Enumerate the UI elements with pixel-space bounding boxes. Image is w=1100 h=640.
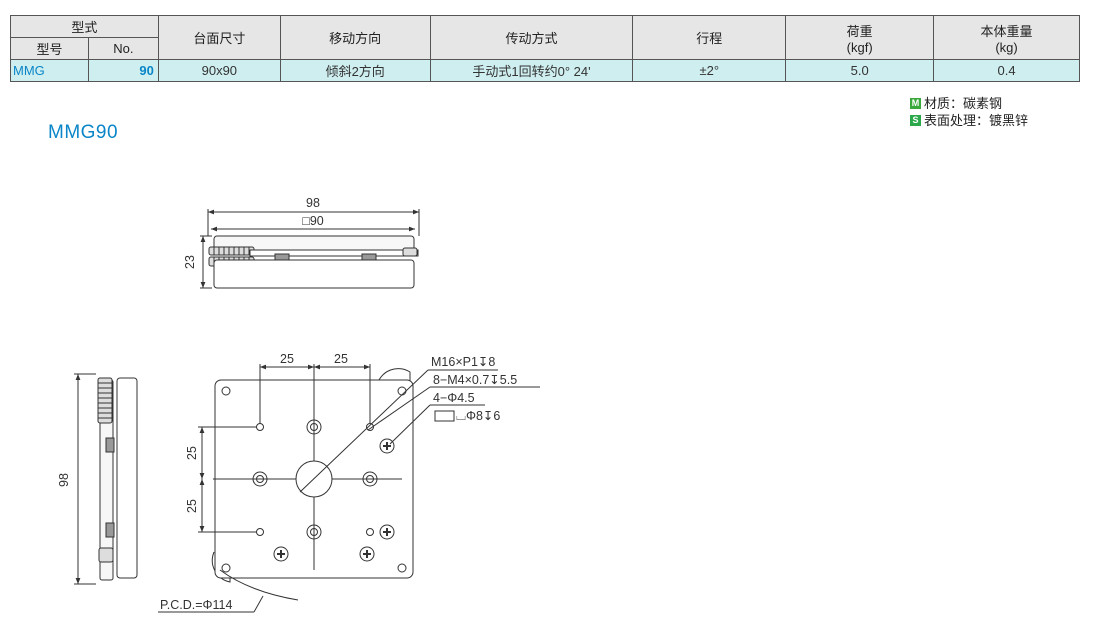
material-notes: M 材质：碳素钢 S 表面处理：镀黑锌	[910, 95, 1028, 129]
cell-load: 5.0	[785, 59, 935, 82]
dim-y2-label: 25	[185, 499, 199, 513]
dim-x1-label: 25	[280, 352, 294, 366]
spec-table: 型式 台面尺寸 移动方向 传动方式 行程 荷重 (kgf) 本体重量 (kg) …	[10, 15, 1080, 82]
front-view	[200, 209, 420, 289]
header-load: 荷重 (kgf)	[785, 15, 935, 60]
cell-table-size: 90x90	[157, 59, 281, 82]
side-view	[74, 373, 138, 585]
cell-model: MMG	[10, 59, 89, 82]
side-height-label: 98	[57, 473, 71, 487]
header-style: 型式	[10, 15, 159, 38]
header-stroke: 行程	[632, 15, 787, 60]
callout-thread: M16×P1↧8	[431, 355, 495, 369]
header-load-label: 荷重	[846, 23, 873, 39]
cell-direction: 倾斜2方向	[279, 59, 431, 82]
front-height-label: 23	[183, 255, 197, 269]
front-table-label: □90	[302, 214, 324, 228]
dim-y1-label: 25	[185, 446, 199, 460]
header-weight-unit: (kg)	[995, 39, 1018, 55]
material-text: 材质：碳素钢	[924, 96, 1003, 111]
surface-badge-icon: S	[910, 115, 921, 126]
header-drive: 传动方式	[429, 15, 634, 60]
product-title: MMG90	[48, 122, 119, 143]
callout-cbore: ⌴Φ8↧6	[456, 409, 500, 423]
surface-note: S 表面处理：镀黑锌	[910, 112, 1028, 129]
cell-no: 90	[87, 59, 159, 82]
callout-holes: 8−M4×0.7↧5.5	[433, 373, 517, 387]
top-view	[158, 364, 540, 613]
table-row: MMG 90 90x90 倾斜2方向 手动式1回转约0° 24' ±2° 5.0…	[10, 59, 1080, 82]
callout-thru: 4−Φ4.5	[433, 391, 475, 405]
material-badge-icon: M	[910, 98, 921, 109]
surface-text: 表面处理：镀黑锌	[924, 113, 1029, 128]
header-model: 型号	[10, 37, 89, 60]
header-direction: 移动方向	[279, 15, 431, 60]
dim-x2-label: 25	[334, 352, 348, 366]
header-load-unit: (kgf)	[846, 39, 873, 55]
cell-drive: 手动式1回转约0° 24'	[429, 59, 634, 82]
header-weight-label: 本体重量	[980, 23, 1033, 39]
header-weight: 本体重量 (kg)	[933, 15, 1080, 60]
front-width-label: 98	[306, 196, 320, 210]
cell-weight: 0.4	[933, 59, 1080, 82]
cell-stroke: ±2°	[632, 59, 787, 82]
material-note: M 材质：碳素钢	[910, 95, 1028, 112]
pcd-label: P.C.D.=Φ114	[160, 598, 232, 612]
